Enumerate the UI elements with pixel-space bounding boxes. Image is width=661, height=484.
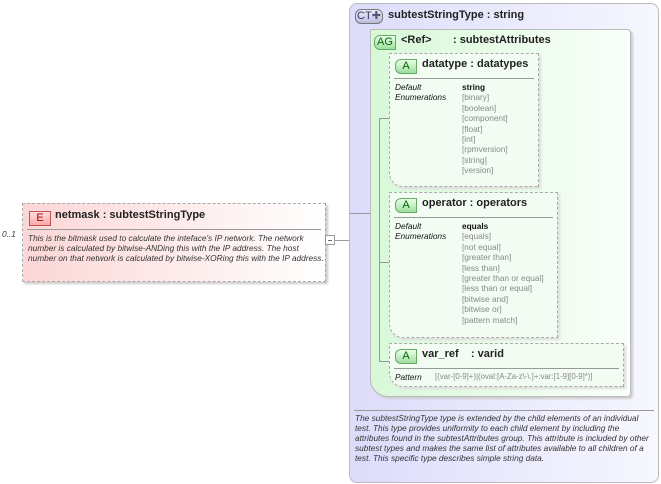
complex-type-title: subtestStringType : string: [388, 9, 525, 21]
attribute-title: var_ref : varid: [422, 348, 504, 360]
enum-value: [equals]: [462, 231, 492, 242]
element-netmask[interactable]: E netmask : subtestStringType This is th…: [22, 203, 326, 282]
tree-line: [379, 118, 389, 119]
pattern-label: Pattern: [395, 372, 422, 382]
enum-value: [less than or equal]: [462, 283, 533, 294]
tree-line: [379, 118, 380, 361]
attribute-var-ref[interactable]: A var_ref : varid Pattern [(var-[0-9]+)|…: [389, 343, 624, 387]
enum-value: [rpmversion]: [462, 144, 508, 155]
enum-value: [pattern match]: [462, 314, 518, 325]
collapse-toggle-icon[interactable]: [325, 235, 335, 245]
default-label: Default: [395, 221, 422, 231]
default-value: string: [462, 82, 486, 92]
divider: [394, 217, 553, 218]
element-title: netmask : subtestStringType: [55, 209, 206, 221]
complex-type-description: The subtestStringType type is extended b…: [355, 413, 649, 463]
enum-value: [not equal]: [462, 241, 501, 252]
attribute-operator[interactable]: A operator : operators Default Enumerati…: [389, 192, 558, 338]
default-label: Default: [395, 82, 422, 92]
enum-value: [boolean]: [462, 102, 497, 113]
element-description: This is the bitmask used to calculate th…: [28, 233, 324, 263]
plus-icon: ✚: [371, 10, 381, 22]
divider: [394, 78, 534, 79]
attribute-datatype[interactable]: A datatype : datatypes Default Enumerati…: [389, 53, 539, 187]
divider: [394, 368, 619, 369]
enum-value: [bitwise or]: [462, 304, 502, 315]
pattern-value: [(var-[0-9]+)|(oval:[A-Za-z\-\.]+:var:[1…: [435, 372, 593, 381]
enum-value: [component]: [462, 113, 508, 124]
attribute-group-badge: AG: [374, 35, 396, 50]
enum-value: [greater than or equal]: [462, 273, 544, 284]
connector-line: [350, 213, 371, 214]
enum-value: [string]: [462, 154, 487, 165]
attribute-title: datatype : datatypes: [422, 58, 529, 70]
tree-line: [379, 361, 389, 362]
tree-line: [379, 262, 389, 263]
divider: [27, 229, 321, 230]
connector-line: [335, 240, 349, 241]
enum-value: [float]: [462, 123, 483, 134]
enumerations-label: Enumerations: [395, 92, 447, 102]
attribute-badge: A: [395, 59, 417, 74]
enumerations-label: Enumerations: [395, 231, 447, 241]
enum-value: [less than]: [462, 262, 500, 273]
attribute-title: operator : operators: [422, 197, 528, 209]
enum-value: [greater than]: [462, 252, 512, 263]
element-badge: E: [29, 211, 51, 226]
enum-value: [version]: [462, 165, 494, 176]
attribute-group-ref: <Ref>: [401, 34, 432, 46]
complex-type-badge: CT✚: [355, 9, 383, 24]
attribute-group-title: : subtestAttributes: [453, 34, 551, 46]
enum-value: [binary]: [462, 92, 490, 103]
enum-value: [int]: [462, 134, 476, 145]
divider: [354, 410, 654, 411]
cardinality: 0..1: [2, 229, 16, 239]
default-value: equals: [462, 221, 489, 231]
enum-value: [bitwise and]: [462, 293, 509, 304]
attribute-badge: A: [395, 349, 417, 364]
attribute-badge: A: [395, 198, 417, 213]
